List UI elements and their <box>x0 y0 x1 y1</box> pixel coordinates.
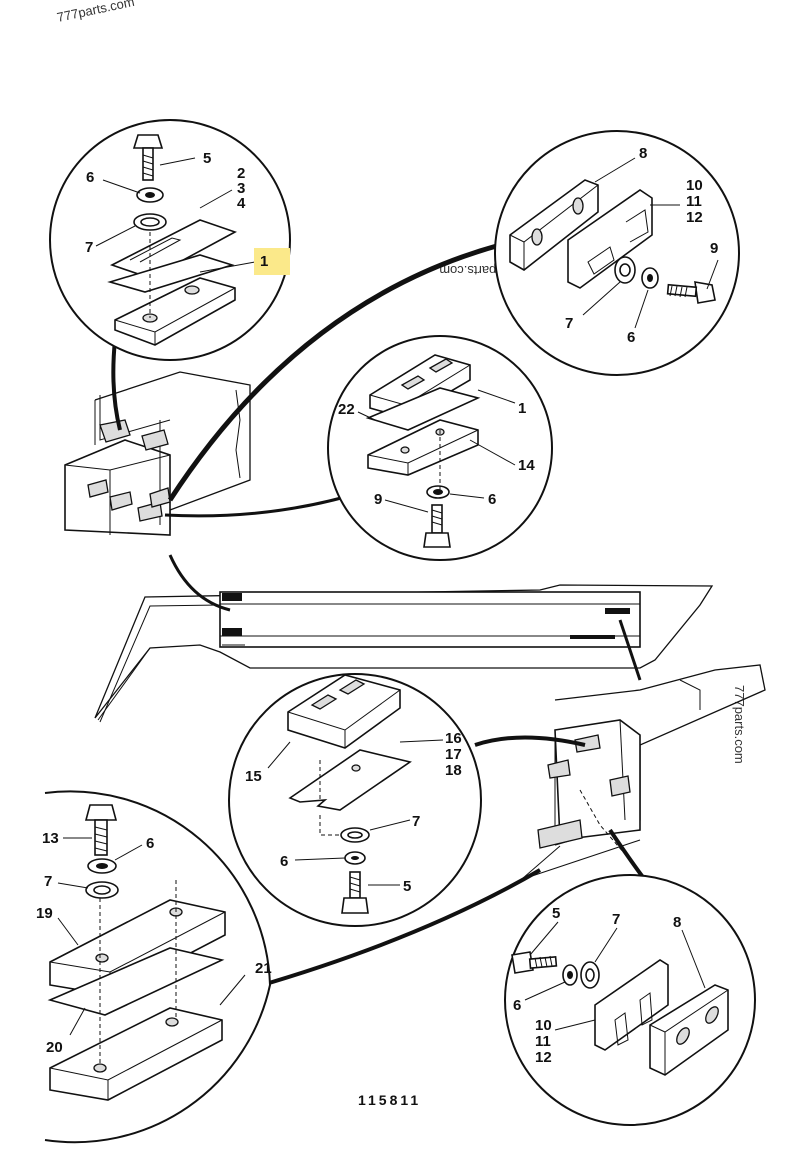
callout-br-6: 6 <box>513 997 521 1014</box>
callout-bl-7: 7 <box>44 873 52 890</box>
callout-bl-21: 21 <box>255 960 272 977</box>
detail-circle-top-left: 5 6 2 3 4 7 1 <box>49 119 291 361</box>
leader-curves <box>111 242 647 992</box>
detail-circle-bottom-right: 5 7 8 6 10 11 12 <box>504 874 756 1126</box>
callout-tl-3: 3 <box>237 180 245 197</box>
callout-bl-6: 6 <box>146 835 154 852</box>
drawing-number: 115811 <box>358 1092 421 1108</box>
callout-ml-16: 16 <box>445 730 462 747</box>
callout-tr-7: 7 <box>565 315 573 332</box>
callout-1-highlight <box>254 248 290 275</box>
watermark-right: 777parts.com <box>732 685 747 764</box>
callout-mc-22: 22 <box>338 401 355 418</box>
callout-br-12: 12 <box>535 1049 552 1066</box>
detail-circle-top-right: 8 10 11 12 9 7 6 <box>494 130 740 376</box>
callout-ml-5: 5 <box>403 878 411 895</box>
detail-circle-middle-left: 16 17 18 15 7 6 5 <box>228 673 482 927</box>
callout-tl-7: 7 <box>85 239 93 256</box>
callout-bl-13: 13 <box>42 830 59 847</box>
callout-br-10: 10 <box>535 1017 552 1034</box>
detail-circle-bottom-left: 13 6 7 19 21 20 <box>36 790 272 1144</box>
callout-br-11: 11 <box>535 1033 551 1050</box>
callout-tr-8: 8 <box>639 145 647 162</box>
callout-br-5: 5 <box>552 905 560 922</box>
callout-tr-6: 6 <box>627 329 635 346</box>
callout-mc-14: 14 <box>518 457 535 474</box>
callout-mc-6: 6 <box>488 491 496 508</box>
callout-ml-6: 6 <box>280 853 288 870</box>
callout-tr-10: 10 <box>686 177 703 194</box>
callout-mc-1: 1 <box>518 400 526 417</box>
callout-tr-9: 9 <box>710 240 718 257</box>
callout-bl-20: 20 <box>46 1039 63 1056</box>
callout-br-7: 7 <box>612 911 620 928</box>
callout-mc-9: 9 <box>374 491 382 508</box>
callout-br-8: 8 <box>673 914 681 931</box>
callout-ml-7: 7 <box>412 813 420 830</box>
watermark-top-left: 777parts.com <box>56 0 136 25</box>
callout-bl-19: 19 <box>36 905 53 922</box>
callout-tl-1: 1 <box>260 253 268 270</box>
callout-tl-2: 2 <box>237 165 245 182</box>
callout-tl-4: 4 <box>237 195 246 212</box>
callout-ml-18: 18 <box>445 762 462 779</box>
callout-ml-15: 15 <box>245 768 262 785</box>
callout-tr-12: 12 <box>686 209 703 226</box>
callout-tl-5: 5 <box>203 150 211 167</box>
detail-circle-middle-center: 22 1 14 9 6 <box>327 335 553 561</box>
callout-tr-11: 11 <box>686 193 702 210</box>
boom-assembly <box>64 371 766 891</box>
callout-ml-17: 17 <box>445 746 462 763</box>
callout-tl-6: 6 <box>86 169 94 186</box>
